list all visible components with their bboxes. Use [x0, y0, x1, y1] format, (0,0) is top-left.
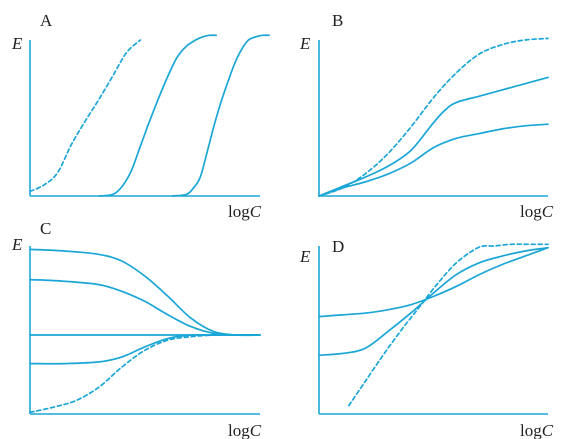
panel-b-curve-2 — [318, 76, 549, 197]
panel-c-curve-5-dashed — [29, 334, 261, 414]
panel-a-curve-2 — [98, 34, 218, 197]
panel-a-curve-1-dashed — [29, 39, 142, 193]
panel-d-y-axis-label: E — [299, 247, 311, 266]
panel-d-curve-2 — [318, 246, 549, 357]
panel-c: C E logC — [11, 219, 262, 439]
panel-c-letter: C — [40, 219, 51, 238]
panel-d-x-axis-label: logC — [520, 421, 554, 439]
panel-d-curve-1-dashed — [347, 243, 549, 407]
panel-c-x-axis-label: logC — [228, 421, 262, 439]
panel-b-y-axis-label: E — [299, 34, 311, 53]
panel-b-curve-1-dashed — [318, 37, 549, 197]
panel-a-letter: A — [40, 11, 53, 30]
panel-a-y-axis-label: E — [11, 34, 23, 53]
panel-d-curve-3 — [318, 246, 549, 318]
panel-a-x-axis-label: logC — [228, 202, 262, 221]
panel-b-curve-3 — [318, 123, 549, 197]
panel-c-curve-2 — [29, 278, 261, 336]
panel-b-letter: B — [332, 11, 343, 30]
panel-c-y-axis-label: E — [11, 235, 23, 254]
panel-b: B E logC — [299, 11, 554, 221]
panel-c-curve-1 — [29, 248, 261, 337]
panel-a-curve-3 — [171, 34, 271, 197]
panel-b-x-axis-label: logC — [520, 202, 554, 221]
panel-a: A E logC — [11, 11, 271, 221]
panel-d: D E logC — [299, 237, 554, 439]
panel-d-letter: D — [332, 237, 344, 256]
